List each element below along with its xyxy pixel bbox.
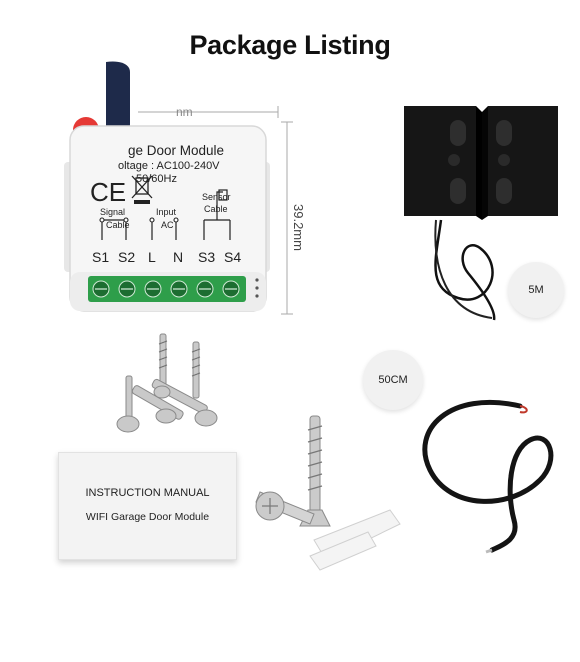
terminal-label-s4: S4 (224, 249, 241, 265)
module-voltage: oltage : AC100-240V (118, 160, 220, 172)
terminal-label-s2: S2 (118, 249, 135, 265)
signal-cable-label: Cable (106, 220, 130, 230)
manual-subtitle: WIFI Garage Door Module (85, 511, 210, 523)
sensor-cable-label: Cable (204, 204, 228, 214)
width-dimension-label: nm (176, 105, 193, 119)
ce-mark-icon: CE (90, 177, 126, 207)
screws-illustration (116, 333, 218, 433)
cable-5m-label: 5M (508, 262, 564, 318)
cable-50cm-label: 50CM (363, 350, 423, 410)
instruction-manual: INSTRUCTION MANUAL WIFI Garage Door Modu… (58, 452, 237, 560)
height-dimension-label: 39.2mm (291, 204, 306, 251)
module-frequency: 50/60Hz (136, 173, 177, 185)
ac-label: AC (161, 220, 174, 230)
weee-bin-icon (131, 175, 153, 204)
manual-title: INSTRUCTION MANUAL (85, 487, 210, 499)
terminal-label-s3: S3 (198, 249, 215, 265)
terminal-label-n: N (173, 249, 183, 265)
sensor-label: Sensor (202, 192, 231, 202)
anchors-illustration (255, 415, 401, 571)
page-title: Package Listing (189, 30, 391, 60)
signal-label: Signal (100, 207, 125, 217)
terminal-block (88, 276, 246, 302)
terminal-label-l: L (148, 249, 156, 265)
module-illustration: nm 39.2mm ge Door Module oltage : AC100-… (64, 105, 306, 315)
terminal-label-s1: S1 (92, 249, 109, 265)
input-label: Input (156, 207, 177, 217)
module-name: ge Door Module (128, 143, 224, 158)
cable-50cm-illustration (422, 399, 554, 554)
door-sensor-illustration (404, 106, 558, 321)
